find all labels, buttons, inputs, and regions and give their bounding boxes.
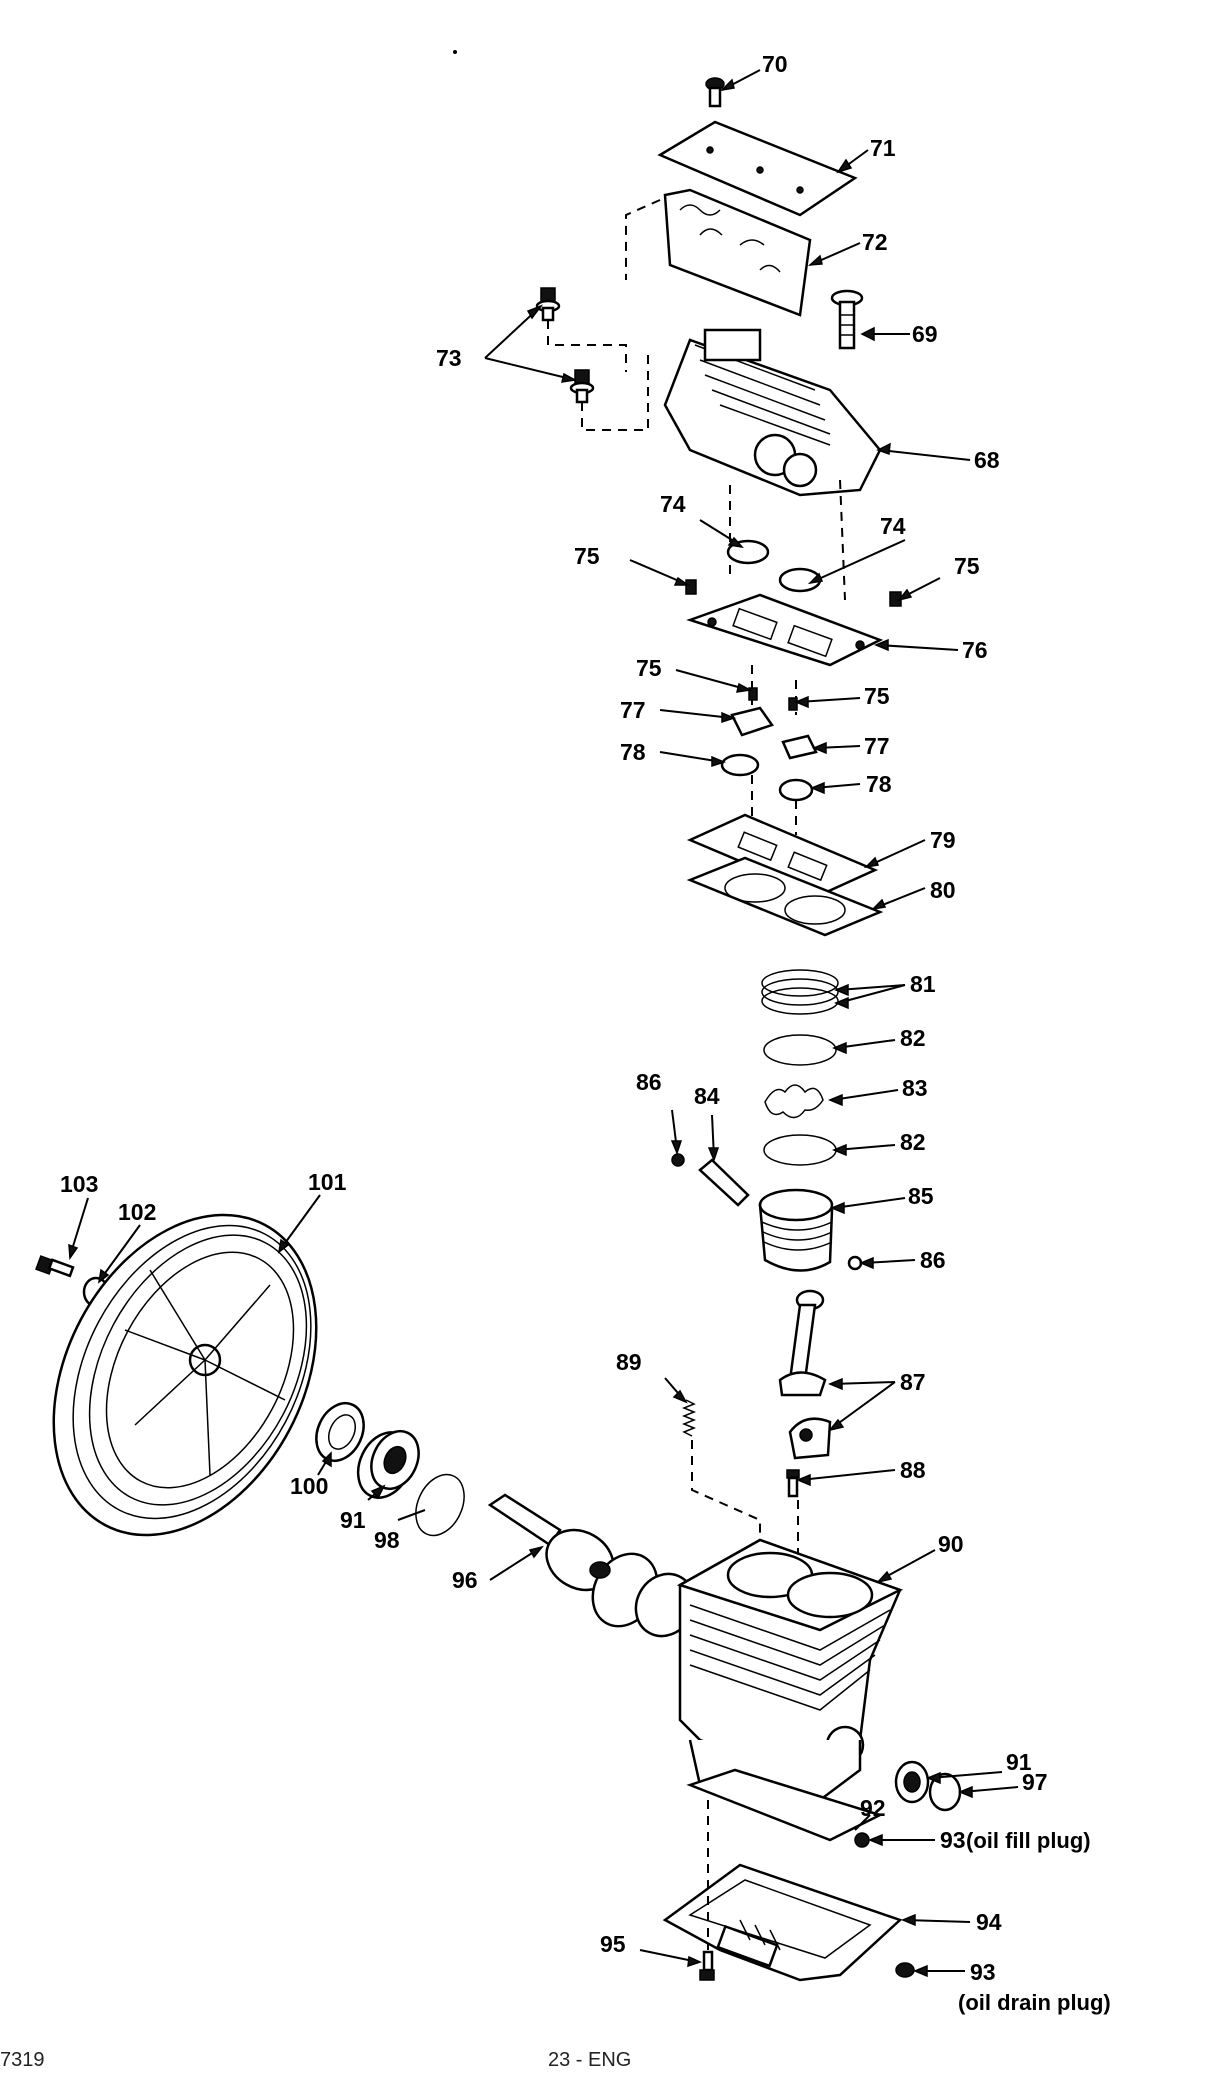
callout-81: 81 — [910, 971, 936, 997]
part-86-clip-left — [671, 1153, 685, 1167]
callout-73: 73 — [436, 345, 462, 371]
part-76-valve-plate — [686, 593, 884, 667]
callout-85: 85 — [908, 1183, 934, 1209]
callout-80: 80 — [930, 877, 956, 903]
part-77-valve-left — [730, 706, 774, 737]
callout-75-upper-left: 75 — [574, 543, 600, 569]
part-90-crankcase — [676, 1538, 904, 1802]
callout-70: 70 — [762, 51, 788, 77]
callout-91-left: 91 — [340, 1507, 366, 1533]
footer-page-number: 23 - ENG — [548, 2049, 631, 2071]
part-93-oil-fill-plug — [854, 1832, 870, 1848]
callout-82-upper: 82 — [900, 1025, 926, 1051]
callout-82-lower: 82 — [900, 1129, 926, 1155]
callout-75-mid-left: 75 — [636, 655, 662, 681]
part-80-gasket — [686, 856, 884, 937]
part-95-screw — [699, 1950, 715, 1981]
callout-95: 95 — [600, 1931, 626, 1957]
part-75-screw-mid-right — [788, 697, 798, 711]
callout-74-right: 74 — [880, 513, 906, 539]
callout-72: 72 — [862, 229, 888, 255]
part-74-valve-reed — [726, 539, 822, 593]
part-71-cover-plate — [657, 120, 858, 217]
callout-78-left: 78 — [620, 739, 646, 765]
callout-84: 84 — [694, 1083, 720, 1109]
speck — [453, 50, 457, 54]
callout-69: 69 — [912, 321, 938, 347]
part-75-screw-mid-left — [748, 687, 758, 701]
callout-86-right: 86 — [920, 1247, 946, 1273]
part-89-breather-spring — [681, 1399, 697, 1437]
oil-drain-plug-note: (oil drain plug) — [958, 1990, 1111, 2015]
part-94-oil-pan — [662, 1863, 903, 1982]
part-82-ring-lower — [763, 1134, 837, 1166]
callout-75-mid-right: 75 — [864, 683, 890, 709]
callout-78-right: 78 — [866, 771, 892, 797]
callout-77-left: 77 — [620, 697, 646, 723]
part-101-flywheel — [52, 1213, 318, 1537]
callout-93-drain: 93 — [970, 1959, 996, 1985]
part-81-piston-rings — [761, 969, 839, 1015]
part-77-valve-right — [781, 734, 818, 760]
part-82-ring-upper — [763, 1034, 837, 1066]
callout-103: 103 — [60, 1171, 98, 1197]
callout-100: 100 — [290, 1473, 328, 1499]
part-91-bearing-left — [356, 1430, 420, 1499]
part-70-bolt — [705, 77, 725, 108]
part-87-connecting-rod — [778, 1289, 832, 1460]
leader-lines — [68, 69, 1019, 1978]
part-78-valve-right — [778, 778, 814, 802]
part-93-oil-drain-plug — [895, 1962, 915, 1978]
part-83-expander-ring — [764, 1084, 824, 1119]
callout-68: 68 — [974, 447, 1000, 473]
callout-102: 102 — [118, 1199, 156, 1225]
callout-91-right: 91 — [1006, 1749, 1032, 1775]
part-103-flywheel-bolt — [35, 1255, 75, 1278]
part-91-bearing-right — [894, 1760, 930, 1804]
part-72-head-gasket-plate — [663, 188, 812, 317]
part-85-piston — [758, 1188, 834, 1272]
callout-92: 92 — [860, 1795, 886, 1821]
callout-75-upper-right: 75 — [954, 553, 980, 579]
callout-98: 98 — [374, 1527, 400, 1553]
callout-90: 90 — [938, 1531, 964, 1557]
callout-labels: 70 71 72 69 73 68 74 74 75 75 76 75 75 7… — [60, 51, 1111, 2015]
callout-79: 79 — [930, 827, 956, 853]
callout-94: 94 — [976, 1909, 1002, 1935]
part-68-cylinder-head — [663, 328, 882, 497]
callout-101: 101 — [308, 1169, 347, 1195]
callout-96: 96 — [452, 1567, 478, 1593]
part-98-gasket — [415, 1473, 465, 1537]
callout-77-right: 77 — [864, 733, 890, 759]
part-88-rod-bolt — [786, 1469, 800, 1498]
oil-fill-plug-note: (oil fill plug) — [966, 1828, 1091, 1853]
callout-97: 97 — [1022, 1769, 1048, 1795]
part-96-crankshaft — [487, 1493, 696, 1638]
part-73-fittings — [535, 287, 595, 404]
callout-88: 88 — [900, 1457, 926, 1483]
callout-83: 83 — [902, 1075, 928, 1101]
footer-code: 7319 — [0, 2049, 45, 2071]
part-69-bolt — [830, 289, 864, 350]
callout-93-fill: 93 — [940, 1827, 966, 1853]
callout-87: 87 — [900, 1369, 926, 1395]
callout-71: 71 — [870, 135, 896, 161]
part-84-wrist-pin — [698, 1158, 750, 1207]
part-78-valve-left — [720, 753, 760, 777]
callout-74-left: 74 — [660, 491, 686, 517]
callout-76: 76 — [962, 637, 988, 663]
part-100-bearing-seal — [315, 1402, 365, 1462]
callout-89: 89 — [616, 1349, 642, 1375]
part-92-gasket — [686, 1768, 884, 1842]
callout-86-left: 86 — [636, 1069, 662, 1095]
